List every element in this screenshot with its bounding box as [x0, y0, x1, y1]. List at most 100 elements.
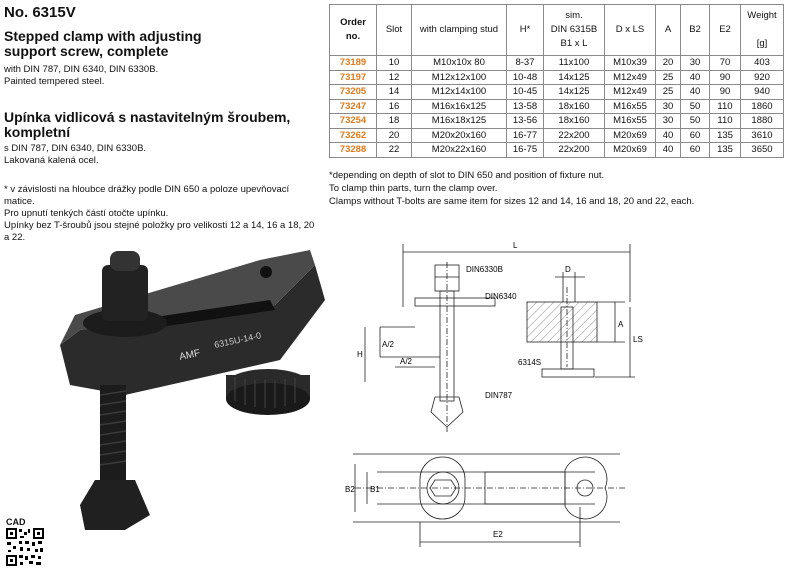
brand-engraving: AMF — [178, 348, 201, 363]
table-cell: M16x55 — [604, 113, 656, 129]
table-cell: 403 — [740, 55, 784, 71]
note-en-depth: *depending on depth of slot to DIN 650 a… — [329, 170, 605, 181]
table-cell: M16x16x125 — [411, 98, 507, 114]
table-cell: 50 — [680, 98, 710, 114]
label-h: H — [357, 350, 363, 359]
stud-top — [110, 251, 140, 271]
table-cell: M12x12x100 — [411, 69, 507, 85]
table-cell: 60 — [680, 142, 710, 158]
label-ls: LS — [633, 335, 643, 344]
table-cell: 14x125 — [543, 84, 605, 100]
clamp-hole — [260, 266, 272, 278]
table-cell: 16-75 — [506, 142, 544, 158]
thread-lines — [99, 390, 127, 466]
finish-en: Painted tempered steel. — [4, 76, 105, 87]
order-number-link[interactable]: 73288 — [329, 142, 377, 158]
label-a: A — [618, 320, 624, 329]
table-cell: M10x10x 80 — [411, 55, 507, 71]
table-cell: 40 — [680, 69, 710, 85]
label-d: D — [565, 265, 571, 274]
table-cell: 13-56 — [506, 113, 544, 129]
order-number-link[interactable]: 73189 — [329, 55, 377, 71]
table-cell: 135 — [709, 127, 741, 143]
clamp-body — [60, 265, 325, 395]
col-a: A — [655, 4, 681, 56]
order-number-link[interactable]: 73247 — [329, 98, 377, 114]
order-number-link[interactable]: 73205 — [329, 84, 377, 100]
knob-outline — [541, 368, 595, 378]
table-cell: 18x160 — [543, 113, 605, 129]
label-din6340: DIN6340 — [485, 292, 517, 301]
din-standards-cz: s DIN 787, DIN 6340, DIN 6330B. — [4, 143, 147, 154]
label-6314s: 6314S — [518, 358, 541, 367]
table-cell: 30 — [655, 98, 681, 114]
col-slot: Slot — [376, 4, 412, 56]
col-b2: B2 — [680, 4, 710, 56]
table-cell: M20x20x160 — [411, 127, 507, 143]
cad-label: CAD — [6, 517, 26, 527]
table-cell: 90 — [709, 69, 741, 85]
t-bolt-outline — [430, 396, 464, 428]
label-b1: B1 — [370, 485, 380, 494]
note-en-flip: To clamp thin parts, turn the clamp over… — [329, 183, 498, 194]
table-cell: 60 — [680, 127, 710, 143]
table-cell: 10 — [376, 55, 412, 71]
table-cell: 8-37 — [506, 55, 544, 71]
label-l: L — [513, 241, 518, 250]
table-cell: 14 — [376, 84, 412, 100]
table-cell: 110 — [709, 113, 741, 129]
table-cell: 90 — [709, 84, 741, 100]
table-cell: 16 — [376, 98, 412, 114]
step-block — [526, 301, 598, 343]
table-cell: 16-77 — [506, 127, 544, 143]
table-cell: 30 — [680, 55, 710, 71]
note-cz-same-items: Upínky bez T-šroubů jsou stejné položky … — [4, 220, 315, 243]
table-cell: 940 — [740, 84, 784, 100]
stud-outline — [439, 290, 455, 402]
note-cz-flip: Pro upnutí tenkých částí otočte upínku. — [4, 208, 169, 219]
table-cell: M12x14x100 — [411, 84, 507, 100]
col-stud: with clamping stud — [411, 4, 507, 56]
table-cell: 3610 — [740, 127, 784, 143]
hex-nut — [102, 265, 148, 321]
table-cell: M20x69 — [604, 142, 656, 158]
table-cell: 10-48 — [506, 69, 544, 85]
label-b2: B2 — [345, 485, 355, 494]
cad-qr-code[interactable] — [5, 527, 45, 567]
table-cell: 22x200 — [543, 127, 605, 143]
order-number-link[interactable]: 73262 — [329, 127, 377, 143]
table-cell: 11x100 — [543, 55, 605, 71]
din-standards-en: with DIN 787, DIN 6340, DIN 6330B. — [4, 64, 159, 75]
order-number-link[interactable]: 73254 — [329, 113, 377, 129]
label-e2: E2 — [493, 530, 503, 539]
label-a-half-2: A/2 — [400, 357, 413, 366]
product-number: No. 6315V — [4, 4, 76, 21]
table-cell: 1880 — [740, 113, 784, 129]
finish-cz: Lakovaná kalená ocel. — [4, 155, 99, 166]
table-cell: M12x49 — [604, 69, 656, 85]
table-cell: 110 — [709, 98, 741, 114]
table-cell: 10-45 — [506, 84, 544, 100]
table-cell: M16x18x125 — [411, 113, 507, 129]
col-h: H* — [506, 4, 544, 56]
washer-outline — [414, 297, 496, 307]
table-cell: 135 — [709, 142, 741, 158]
technical-drawing: L D A LS H A/2 A/2 DIN6330B DIN6340 6314… — [345, 241, 643, 547]
table-cell: M20x69 — [604, 127, 656, 143]
table-cell: 40 — [655, 127, 681, 143]
table-cell: 25 — [655, 84, 681, 100]
table-cell: 18x160 — [543, 98, 605, 114]
order-number-link[interactable]: 73197 — [329, 69, 377, 85]
table-cell: 20 — [376, 127, 412, 143]
col-dxls: D x LS — [604, 4, 656, 56]
